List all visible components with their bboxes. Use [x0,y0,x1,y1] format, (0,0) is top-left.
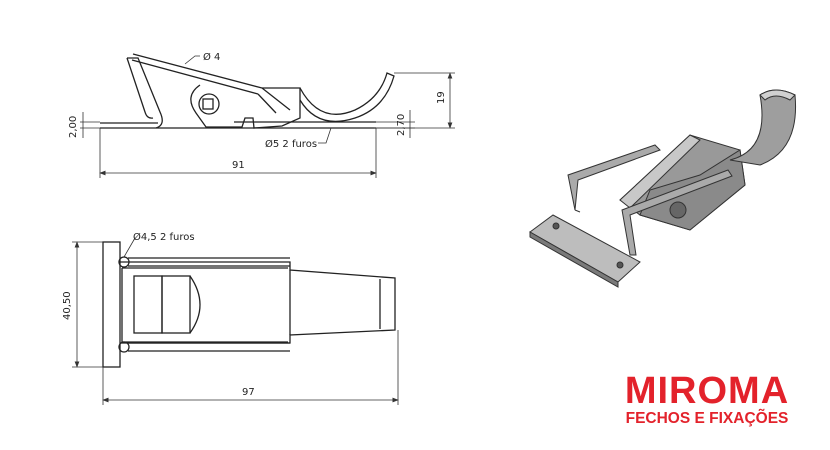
dim-height: 19 [436,91,447,104]
side-view: 19 2,00 2,70 91 Ø 4 Ø5 2 furos [68,51,455,178]
top-view: 40,50 97 Ø4,5 2 furos [62,231,399,405]
wire-diameter-label: Ø 4 [203,51,220,63]
dim-width: 40,50 [62,291,73,320]
logo-tagline: FECHOS E FIXAÇÕES [625,410,789,427]
dim-length-top: 97 [242,387,255,398]
hole-label-top: Ø4,5 2 furos [133,231,195,243]
miroma-logo: MIROMA FECHOS E FIXAÇÕES [612,372,802,428]
dim-base-height: 2,70 [396,114,407,136]
logo-name: MIROMA [624,370,790,412]
hole-label-side: Ø5 2 furos [265,138,317,150]
wire-hook [127,57,163,129]
dim-length: 91 [232,160,245,171]
dim-thickness: 2,00 [68,116,79,138]
latch-3d-render [529,89,797,288]
